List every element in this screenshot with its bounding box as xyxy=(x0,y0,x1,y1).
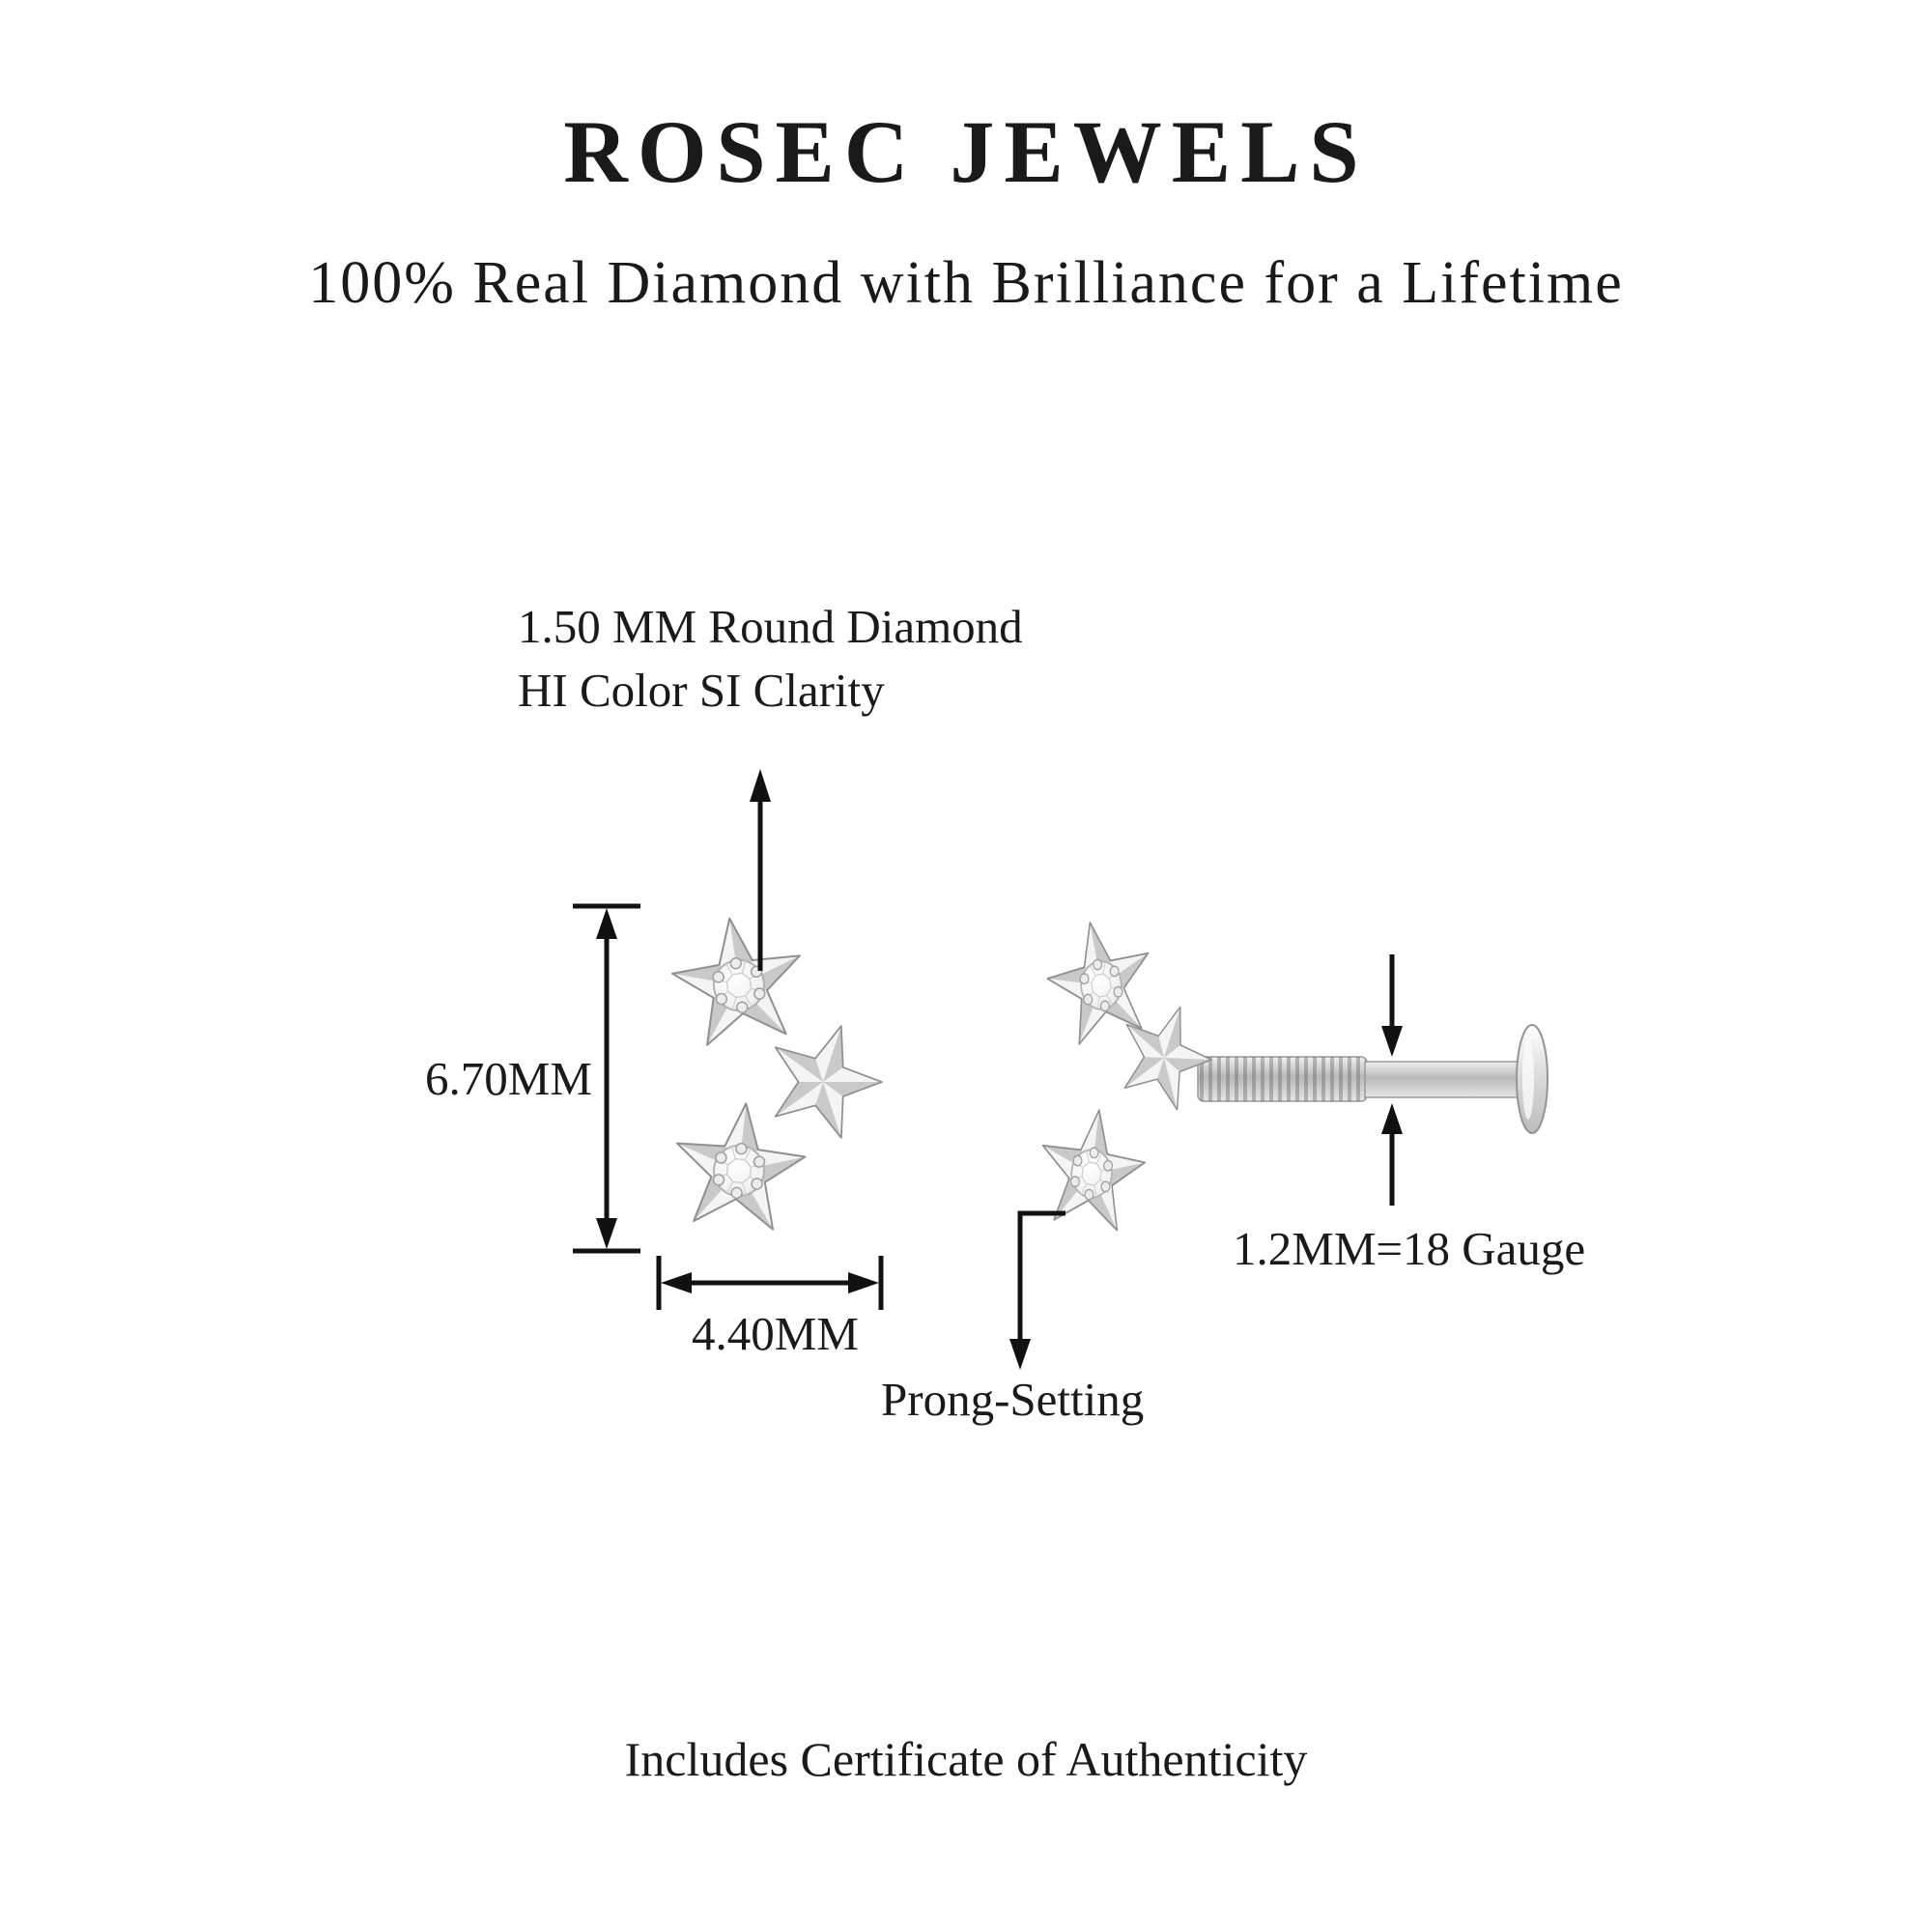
prong-pointer-arrow xyxy=(1009,1210,1065,1370)
width-dimension xyxy=(656,1256,884,1310)
labret-post xyxy=(1197,1024,1548,1134)
gauge-bottom-arrow xyxy=(1381,1103,1403,1206)
gauge-top-arrow xyxy=(1381,954,1403,1057)
height-dimension xyxy=(573,903,640,1254)
diamond-spec-line2: HI Color SI Clarity xyxy=(518,664,885,717)
diamond-spec-annotation: 1.50 MM Round Diamond HI Color SI Clarit… xyxy=(518,595,1023,723)
diamond-pointer-arrow xyxy=(750,769,771,971)
tagline: 100% Real Diamond with Brilliance for a … xyxy=(308,250,1624,316)
certificate-note: Includes Certificate of Authenticity xyxy=(624,1732,1308,1786)
brand-title: ROSEC JEWELS xyxy=(563,102,1369,201)
side-view-earring xyxy=(1035,910,1224,1234)
diamond-star-icon xyxy=(669,1096,810,1232)
width-dimension-label: 4.40MM xyxy=(692,1307,859,1360)
diamond-spec-line1: 1.50 MM Round Diamond xyxy=(518,600,1023,653)
post-bar xyxy=(1364,1061,1522,1098)
diamond-star-icon xyxy=(1039,910,1160,1049)
front-view-earring xyxy=(666,909,895,1232)
diamond-star-icon xyxy=(666,909,810,1048)
gauge-label: 1.2MM=18 Gauge xyxy=(1233,1222,1586,1275)
height-dimension-label: 6.70MM xyxy=(425,1052,592,1105)
prong-setting-label: Prong-Setting xyxy=(881,1373,1145,1426)
